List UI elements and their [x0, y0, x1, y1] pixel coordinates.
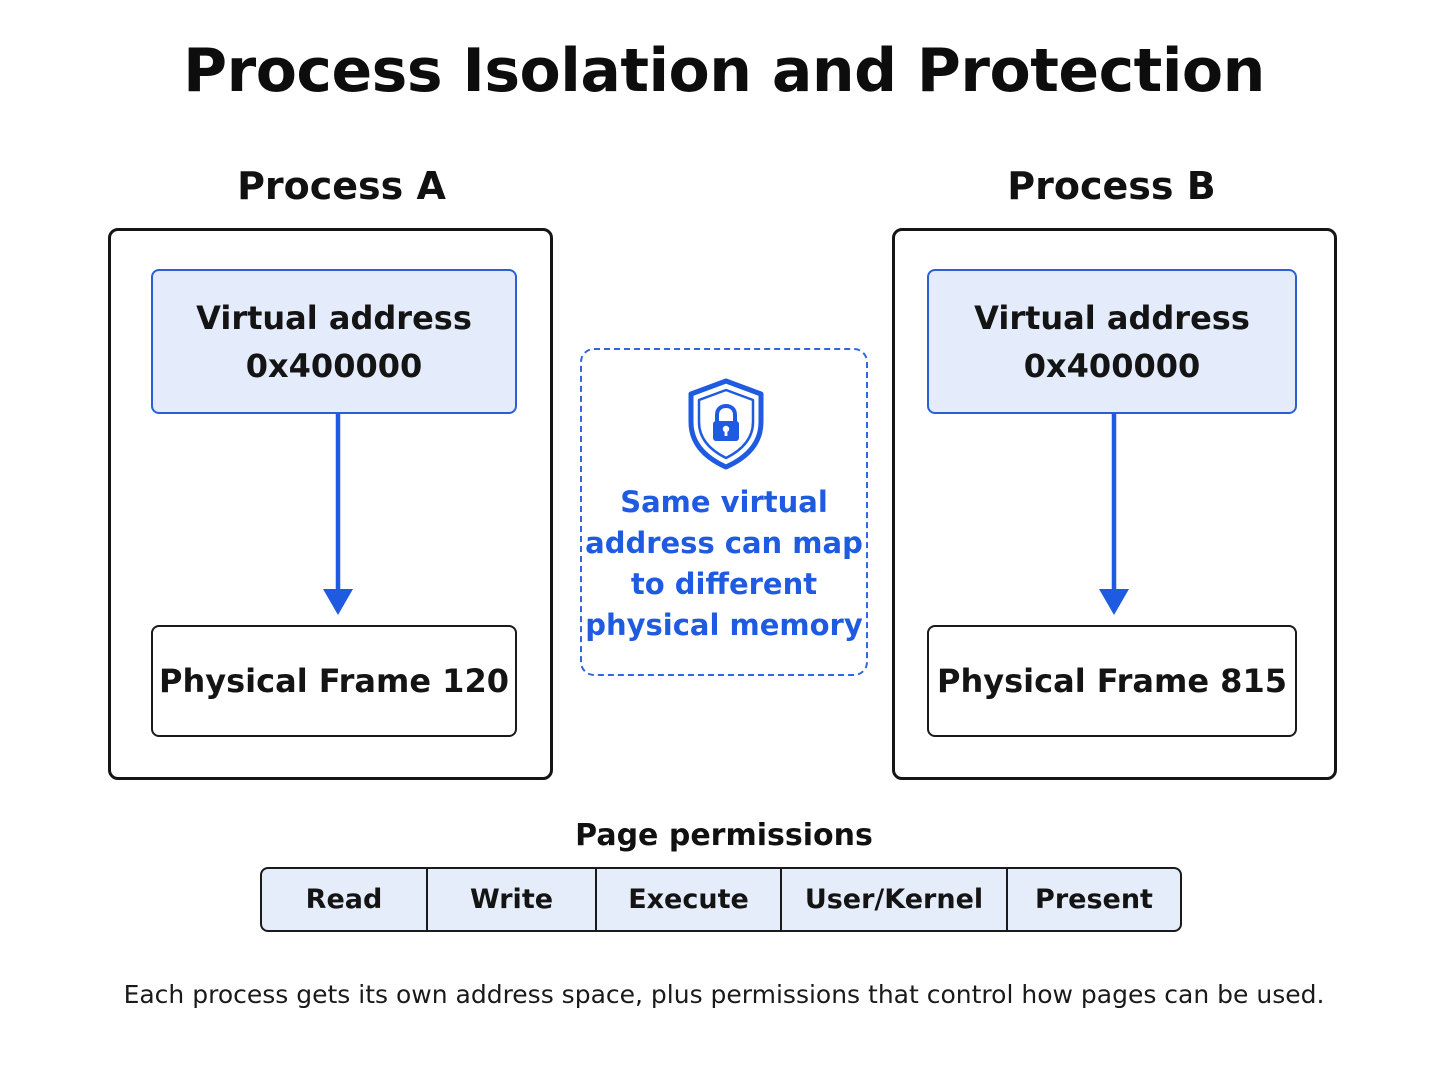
isolation-note-line: address can map	[585, 526, 863, 560]
isolation-note-box: Same virtual address can map to differen…	[580, 348, 868, 676]
page-permissions-bar: Read Write Execute User/Kernel Present	[260, 867, 1182, 932]
process-b-physical-frame-box: Physical Frame 815	[927, 625, 1297, 737]
process-a-label: Process A	[237, 164, 446, 208]
isolation-note-line: Same virtual	[620, 485, 828, 519]
process-a-physical-frame-label: Physical Frame 120	[159, 662, 509, 700]
page-permissions-label: Page permissions	[575, 818, 873, 853]
permission-read: Read	[262, 869, 428, 930]
process-a-mapping-arrow	[323, 413, 353, 615]
permission-present: Present	[1035, 884, 1153, 915]
caption: Each process gets its own address space,…	[123, 980, 1325, 1009]
process-a-virtual-address-value: 0x400000	[245, 346, 423, 385]
permission-write: Write	[428, 869, 597, 930]
process-b-virtual-address-label: Virtual address	[974, 298, 1250, 337]
process-a-physical-frame-box: Physical Frame 120	[151, 625, 517, 737]
process-b-label: Process B	[1007, 164, 1216, 208]
isolation-note-line: physical memory	[585, 608, 863, 642]
process-b-mapping-arrow	[1099, 413, 1129, 615]
permission-execute: Execute	[597, 869, 782, 930]
page-title: Process Isolation and Protection	[183, 36, 1265, 106]
process-b-virtual-address-value: 0x400000	[1023, 346, 1201, 385]
isolation-note-text: Same virtual address can map to differen…	[582, 482, 866, 646]
permission-user-kernel: User/Kernel	[782, 869, 1008, 930]
process-b-virtual-address-box: Virtual address 0x400000	[927, 269, 1297, 414]
process-a-virtual-address-label: Virtual address	[196, 298, 472, 337]
isolation-note-line: to different	[630, 567, 818, 601]
process-b-physical-frame-label: Physical Frame 815	[937, 662, 1287, 700]
process-a-virtual-address-box: Virtual address 0x400000	[151, 269, 517, 414]
shield-lock-icon	[688, 378, 764, 470]
